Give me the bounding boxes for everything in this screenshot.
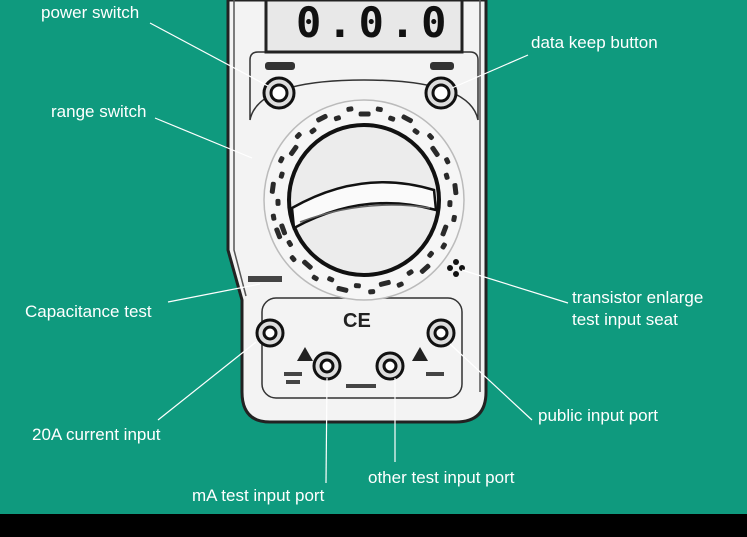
dial-scale-mark [311, 274, 319, 282]
jack-ma[interactable] [312, 351, 342, 381]
lcd-screen [264, 0, 464, 54]
dial-scale-mark [279, 223, 288, 236]
dial-scale-mark [427, 250, 434, 258]
dial-scale-mark [269, 181, 276, 194]
range-switch-label: range switch [51, 102, 147, 121]
dial-scale-mark [396, 281, 404, 288]
dial-scale-mark [401, 114, 413, 124]
warning-triangle-icon [297, 347, 313, 361]
other-port-label: other test input port [368, 468, 515, 487]
leader-lines [149, 22, 569, 484]
dial-scale-mark [333, 115, 341, 122]
capacitance-test-slot [248, 276, 282, 282]
transistor-label-line1: transistor enlarge [572, 288, 704, 307]
dial-scale-mark [443, 172, 450, 180]
dial-scale-mark [294, 132, 302, 140]
jack-other[interactable] [375, 351, 405, 381]
range-switch-knob[interactable] [287, 123, 441, 277]
dial-scale-mark [316, 113, 328, 123]
dial-scale-mark [388, 115, 396, 122]
current-20a-label: 20A current input [32, 425, 161, 444]
dial-scale-mark [336, 285, 349, 293]
power-switch-button[interactable] [262, 76, 296, 110]
dial-scale-marks [269, 106, 459, 295]
dial-scale-mark [286, 239, 293, 248]
dial-scale-mark [368, 289, 376, 295]
dial-scale-mark [440, 242, 447, 250]
transistor-label-line2: test input seat [572, 310, 678, 329]
dial-scale-mark [427, 133, 434, 141]
dial-scale-mark [452, 183, 459, 196]
bottom-bar [0, 514, 747, 537]
ce-mark: CE [343, 310, 371, 332]
dial-scale-mark [274, 227, 283, 240]
lcd-digits: 0.0.0 [296, 0, 453, 47]
dial-scale-mark [440, 224, 449, 237]
ma-port-label: mA test input port [192, 486, 325, 505]
dial-scale-mark [447, 200, 453, 208]
dial-scale-mark [270, 213, 277, 221]
dial-scale-mark [353, 283, 361, 289]
dial-scale-mark [358, 111, 371, 117]
dial-scale-mark [419, 263, 431, 274]
dial-scale-mark [288, 144, 299, 156]
capacitance-test-label: Capacitance test [25, 302, 152, 321]
dial-scale-mark [302, 259, 313, 270]
data-keep-button-label: data keep button [531, 33, 658, 52]
dial-scale-mark [275, 198, 281, 206]
transistor-test-seat [447, 259, 465, 277]
warning-triangle-icon [412, 347, 428, 361]
dial-scale-mark [378, 279, 391, 287]
dial-scale-mark [412, 128, 420, 135]
dial-scale-mark [309, 127, 317, 135]
dial-scale-mark [327, 276, 335, 283]
jack-public[interactable] [426, 318, 456, 348]
dial-scale-mark [278, 156, 285, 164]
power-switch-label: power switch [41, 3, 140, 22]
dial-scale-mark [451, 214, 457, 223]
dial-scale-mark [278, 171, 285, 179]
data-keep-button[interactable] [424, 76, 458, 110]
dial-scale-mark [346, 106, 354, 112]
dial-scale-mark [375, 106, 383, 113]
public-port-label: public input port [538, 406, 659, 425]
dial-scale-mark [406, 269, 414, 276]
dial-scale-mark [289, 255, 297, 263]
jack-20a[interactable] [255, 318, 285, 348]
dial-scale-mark [430, 145, 440, 157]
dial-scale-mark [444, 157, 451, 165]
